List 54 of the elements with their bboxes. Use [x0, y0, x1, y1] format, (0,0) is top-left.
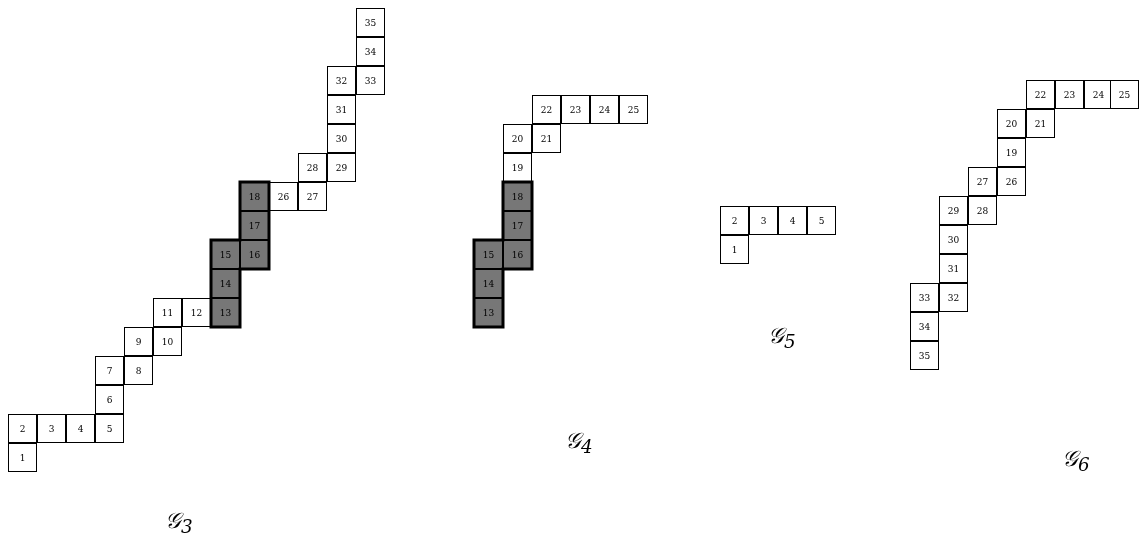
grid-cell: 6 — [95, 385, 124, 414]
grid-cell: 10 — [153, 327, 182, 356]
grid-cell: 20 — [997, 109, 1026, 138]
grid-cell: 26 — [269, 182, 298, 211]
grid-cell: 3 — [37, 414, 66, 443]
graph-label: 𝒢$_{4}$ — [565, 428, 593, 458]
grid-cell: 7 — [95, 356, 124, 385]
grid-cell: 28 — [968, 196, 997, 225]
grid-cell: 29 — [939, 196, 968, 225]
grid-cell: 22 — [1026, 80, 1055, 109]
grid-cell: 32 — [327, 66, 356, 95]
grid-cell: 32 — [939, 283, 968, 312]
graph-label: 𝒢$_{3}$ — [165, 508, 193, 538]
grid-cell: 21 — [532, 124, 561, 153]
grid-cell: 5 — [95, 414, 124, 443]
grid-cell: 24 — [590, 95, 619, 124]
grid-cell: 35 — [910, 341, 939, 370]
grid-cell: 23 — [561, 95, 590, 124]
grid-cell: 2 — [720, 206, 749, 235]
grid-cell: 28 — [298, 153, 327, 182]
grid-cell: 20 — [503, 124, 532, 153]
grid-cell: 23 — [1055, 80, 1084, 109]
grid-cell: 33 — [356, 66, 385, 95]
grid-cell: 31 — [327, 95, 356, 124]
grid-cell: 25 — [619, 95, 648, 124]
grid-cell: 21 — [1026, 109, 1055, 138]
grid-cell: 12 — [182, 298, 211, 327]
grid-cell: 34 — [910, 312, 939, 341]
grid-cell: 5 — [807, 206, 836, 235]
grid-cell: 33 — [910, 283, 939, 312]
grid-cell: 29 — [327, 153, 356, 182]
grid-cell: 1 — [720, 235, 749, 264]
grid-cell: 35 — [356, 8, 385, 37]
grid-cell: 2 — [8, 414, 37, 443]
grid-cell: 8 — [124, 356, 153, 385]
grid-cell: 25 — [1110, 80, 1139, 109]
grid-cell: 3 — [749, 206, 778, 235]
grid-cell: 30 — [939, 225, 968, 254]
grid-cell: 19 — [997, 138, 1026, 167]
grid-cell: 9 — [124, 327, 153, 356]
graph-label: 𝒢$_{5}$ — [768, 323, 796, 353]
grid-cell: 19 — [503, 153, 532, 182]
grid-cell: 4 — [66, 414, 95, 443]
grid-cell: 31 — [939, 254, 968, 283]
grid-cell: 27 — [298, 182, 327, 211]
grid-cell: 4 — [778, 206, 807, 235]
grid-cell: 27 — [968, 167, 997, 196]
grid-cell: 11 — [153, 298, 182, 327]
grid-cell: 34 — [356, 37, 385, 66]
grid-cell: 22 — [532, 95, 561, 124]
grid-cell: 26 — [997, 167, 1026, 196]
grid-cell: 1 — [8, 443, 37, 472]
grid-cell: 30 — [327, 124, 356, 153]
graph-label: 𝒢$_{6}$ — [1062, 446, 1090, 476]
